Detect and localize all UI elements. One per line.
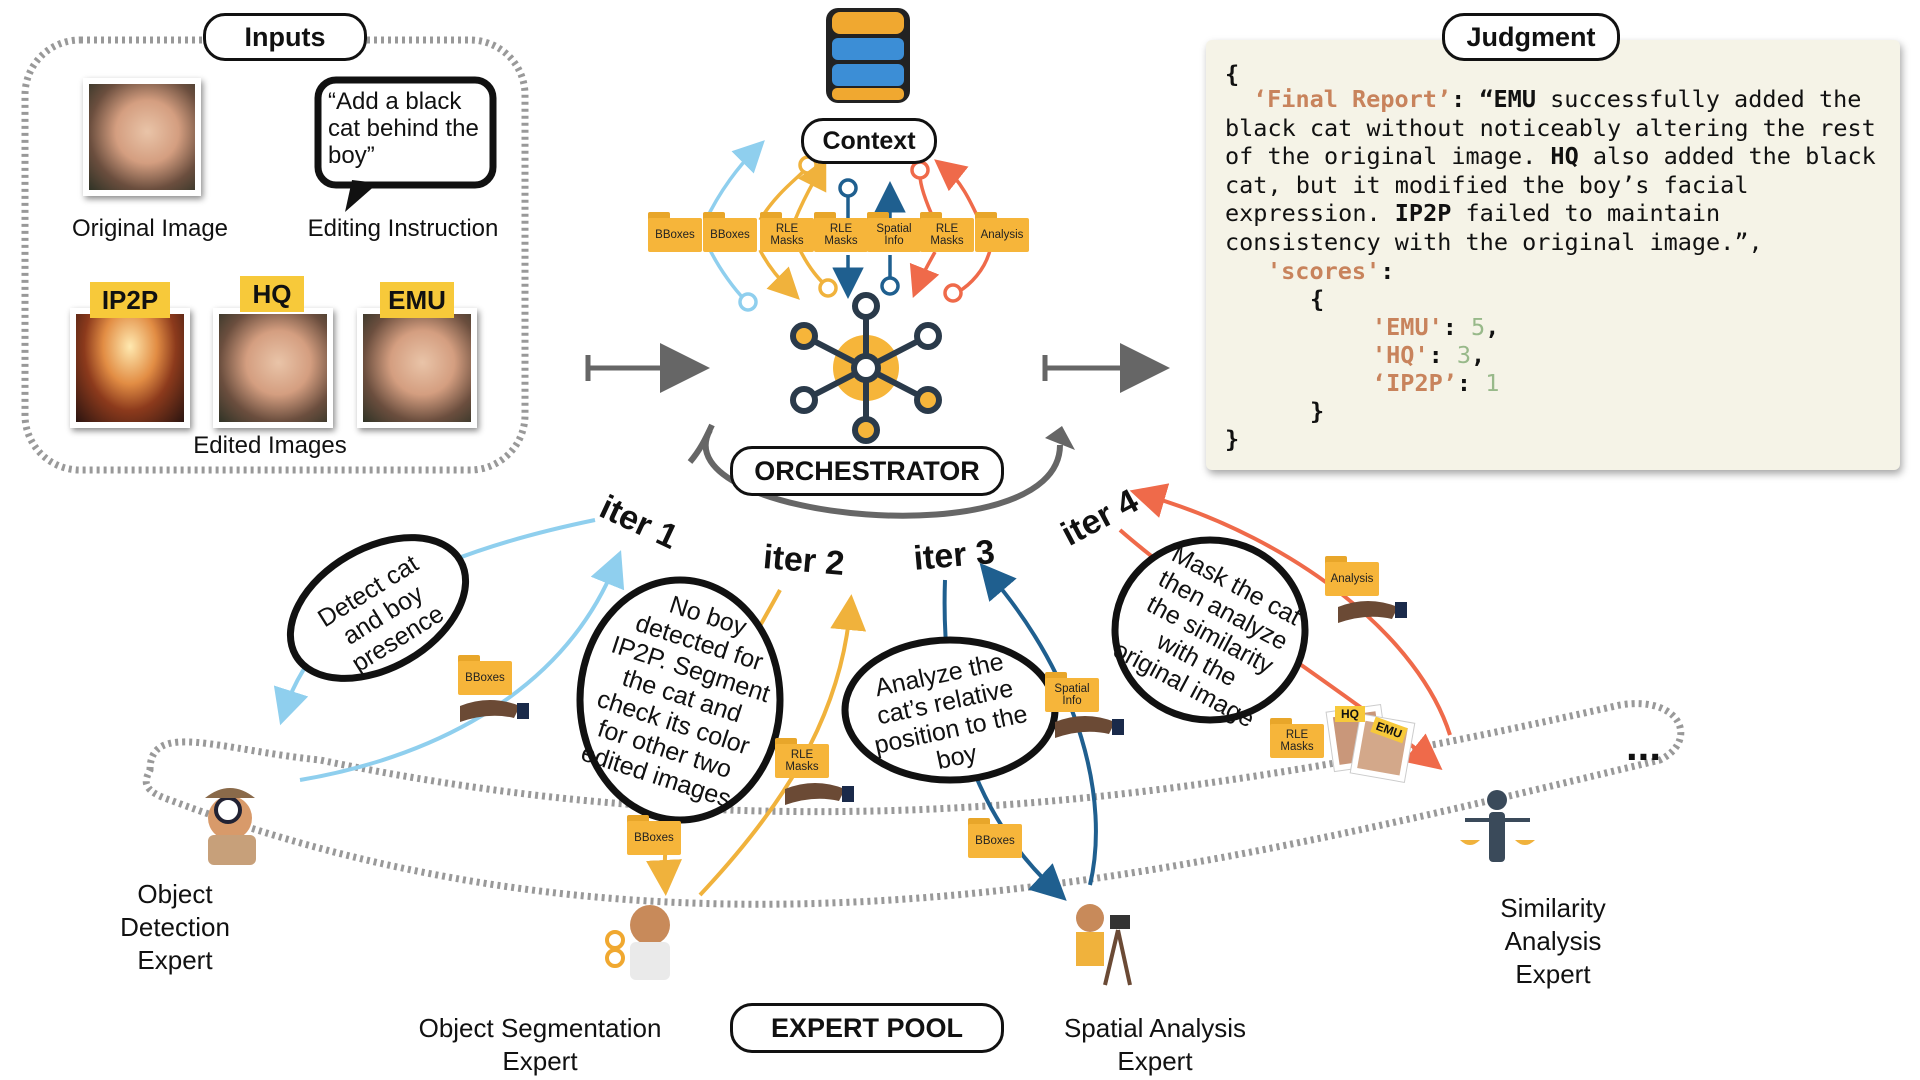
report-segment: HQ xyxy=(1550,142,1579,170)
expert-pool-title: EXPERT POOL xyxy=(730,1003,1004,1053)
score-row-ip2p: ‘IP2P’: 1 xyxy=(1372,369,1500,397)
returned-folder: BBoxes xyxy=(968,818,1022,858)
context-folder: BBoxes xyxy=(648,212,702,252)
score-row-hq: 'HQ': 3, xyxy=(1372,341,1486,369)
returned-folder: Analysis xyxy=(1325,556,1379,596)
scissors-segmentation-icon xyxy=(605,905,670,980)
instruction-bubble xyxy=(314,76,497,212)
edited-image-emu xyxy=(357,308,477,428)
scores-open-brace: { xyxy=(1310,285,1325,313)
report-segment: IP2P xyxy=(1394,199,1452,227)
returned-folder: BBoxes xyxy=(627,815,681,855)
instruction-text: “Add a black cat behind the boy” xyxy=(328,88,479,169)
score-row-emu: 'EMU': 5, xyxy=(1372,313,1500,341)
report-segment: successfully added the black cat without… xyxy=(1225,85,1876,170)
context-folder: RLE Masks xyxy=(920,212,974,252)
context-folder: Analysis xyxy=(975,212,1029,252)
original-image xyxy=(83,78,201,196)
judgment-close-brace: } xyxy=(1225,425,1240,453)
orchestrator-title: ORCHESTRATOR xyxy=(730,446,1004,496)
cloud-iter2 xyxy=(576,576,784,824)
expert-similarity-analysis: Similarity Analysis Expert xyxy=(1500,893,1606,989)
instruction-caption: Editing Instruction xyxy=(307,215,499,242)
mini-tag-hq: HQ xyxy=(1335,706,1365,722)
original-image-caption: Original Image xyxy=(71,215,229,242)
model-tag-ip2p: IP2P xyxy=(90,282,170,318)
judgment-open-brace: { xyxy=(1225,60,1240,88)
expert-pool-band xyxy=(142,700,1685,908)
expert-spatial-analysis: Spatial Analysis Expert xyxy=(1063,1013,1247,1076)
cloud-iter4 xyxy=(1111,536,1309,724)
magnifier-detective-icon xyxy=(205,788,256,865)
scores-key-line: 'scores': xyxy=(1267,257,1395,285)
scales-similarity-icon xyxy=(1460,790,1535,862)
edited-images-caption: Edited Images xyxy=(193,432,347,459)
judgment-title: Judgment xyxy=(1442,13,1620,61)
judgment-report: ‘Final Report’: “EMU successfully added … xyxy=(1225,85,1887,256)
returned-folder: BBoxes xyxy=(458,655,512,695)
report-segment: EMU xyxy=(1493,85,1536,113)
expert-object-detection: Object Detection Expert xyxy=(120,879,230,975)
edited-image-hq xyxy=(213,308,333,428)
surveyor-spatial-icon xyxy=(1076,904,1132,986)
context-title: Context xyxy=(801,118,937,164)
inputs-title: Inputs xyxy=(203,13,367,61)
judgment-panel xyxy=(1206,40,1900,470)
hand-icons xyxy=(460,601,1407,805)
report-segment: also added the black cat, but it modifie… xyxy=(1225,142,1876,227)
edited-image-ip2p xyxy=(70,308,190,428)
returned-folder: Spatial Info xyxy=(1045,672,1099,712)
arrow-orchestrator-to-judgment xyxy=(1042,343,1170,393)
cloud-iter1 xyxy=(286,534,470,682)
report-colon: : “ xyxy=(1451,85,1494,113)
orchestrator-hub-icon xyxy=(790,292,942,444)
more-experts-ellipsis: ... xyxy=(1626,722,1662,769)
model-tag-hq: HQ xyxy=(240,276,304,312)
database-icon xyxy=(826,8,910,103)
model-tag-emu: EMU xyxy=(380,282,454,318)
context-folder: RLE Masks xyxy=(760,212,814,252)
arrow-inputs-to-orchestrator xyxy=(585,343,710,393)
expert-object-segmentation: Object Segmentation Expert xyxy=(418,1013,662,1076)
scores-key: 'scores' xyxy=(1267,257,1381,285)
scores-close-brace: } xyxy=(1310,397,1325,425)
report-key: ‘Final Report’ xyxy=(1253,85,1452,113)
iter-label-3: iter 3 xyxy=(912,532,997,578)
context-folder: BBoxes xyxy=(703,212,757,252)
iter-label-2: iter 2 xyxy=(761,538,846,583)
report-text: EMU successfully added the black cat wit… xyxy=(1225,85,1876,256)
context-folder: RLE Masks xyxy=(814,212,868,252)
returned-folder: RLE Masks xyxy=(775,738,829,778)
orchestrator-loop-arc xyxy=(703,428,1063,519)
returned-folder: RLE Masks xyxy=(1270,718,1324,758)
report-segment: failed to maintain consistency with the … xyxy=(1225,199,1763,256)
context-folder: Spatial Info xyxy=(867,212,921,252)
